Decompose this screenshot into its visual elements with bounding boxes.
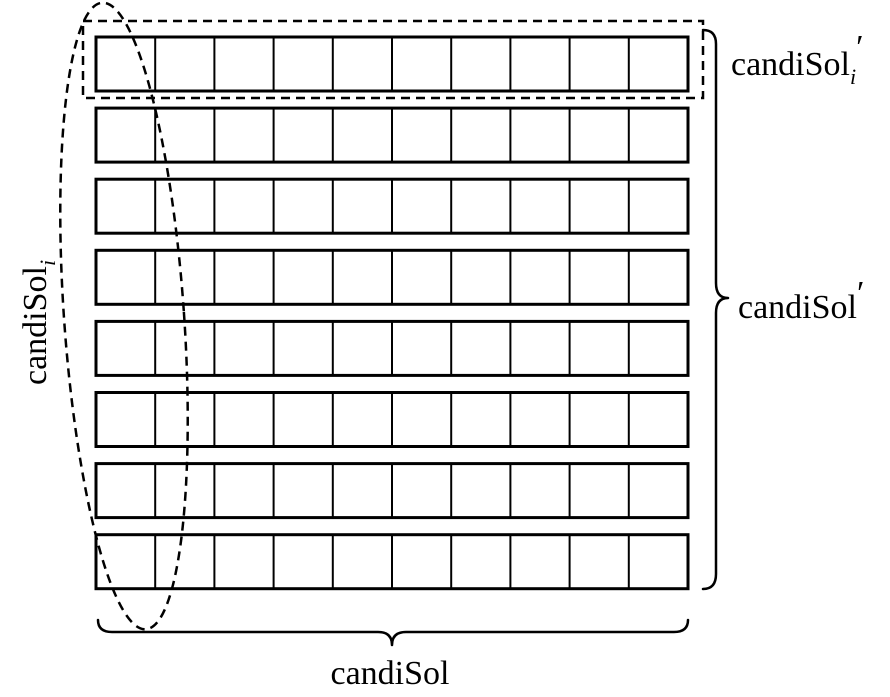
label-candisol-i-base: candiSol <box>17 266 54 385</box>
label-candisol-prime: candiSol′ <box>738 275 864 326</box>
label-candisol-i-subscript: i <box>35 260 60 266</box>
grid-row <box>94 319 690 377</box>
first-column-dashed-highlight <box>59 1 189 631</box>
solution-grid <box>94 35 690 591</box>
label-candisol-i-prime: candiSoli′ <box>731 29 864 89</box>
grid-row <box>94 35 690 93</box>
label-candisol-base: candiSol <box>331 655 450 692</box>
bottom-curly-brace <box>96 618 690 647</box>
label-candisol: candiSol <box>331 655 450 692</box>
grid-row <box>94 391 690 448</box>
first-row-dashed-highlight <box>81 19 705 100</box>
label-candisol-i-prime-base: candiSol <box>731 46 850 83</box>
label-candisol-prime-prime: ′ <box>857 275 864 312</box>
label-candisol-prime-base: candiSol <box>738 289 857 326</box>
grid-row <box>94 177 690 235</box>
label-candisol-i: candiSoli <box>17 260 60 385</box>
label-candisol-i-prime-prime: ′ <box>856 29 863 66</box>
grid-row <box>94 462 690 520</box>
label-candisol-i-prime-subscript: i <box>850 64 856 89</box>
grid-row <box>94 248 690 306</box>
grid-row <box>94 533 690 591</box>
grid-row <box>94 106 690 164</box>
right-curly-brace <box>701 28 730 591</box>
